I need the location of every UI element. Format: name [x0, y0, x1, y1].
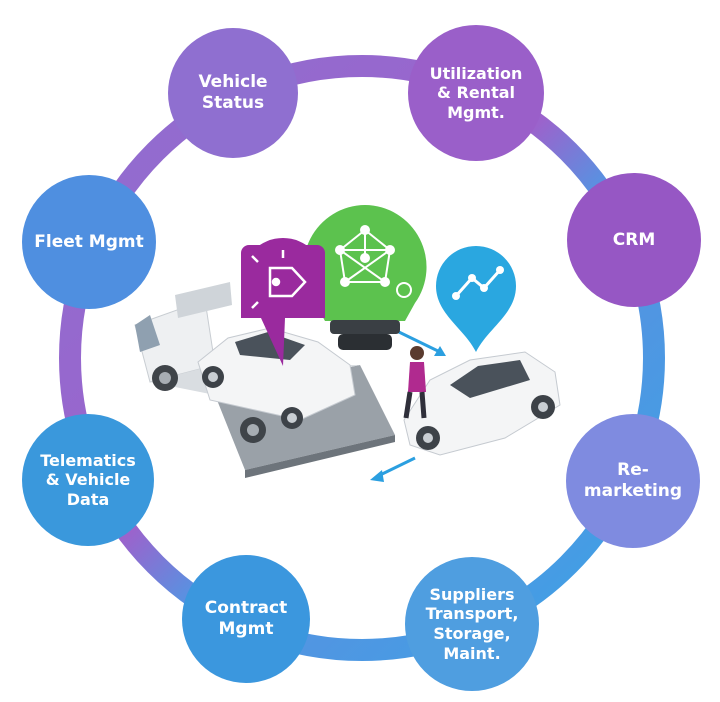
- line-chart-icon: [452, 266, 504, 300]
- node-label: Utilization & Rental Mgmt.: [429, 63, 523, 122]
- node-vehicle-status: Vehicle Status: [168, 28, 298, 158]
- node-label: Fleet Mgmt: [34, 231, 144, 252]
- network-pin: [303, 205, 427, 350]
- node-telematics-vehicle-data: Telematics & Vehicle Data: [22, 414, 154, 546]
- node-label: Telematics & Vehicle Data: [40, 450, 136, 509]
- node-remarketing: Re- marketing: [566, 414, 700, 548]
- car-right: [403, 351, 561, 456]
- node-label: Vehicle Status: [198, 72, 268, 113]
- tag-pin: [241, 238, 325, 366]
- arrow-to-ring: [377, 456, 416, 478]
- arrow-head-right: [434, 346, 446, 356]
- gear-icon: [396, 282, 412, 298]
- person-figure: [403, 346, 427, 419]
- tag-icon: [251, 250, 307, 309]
- lifecycle-ring: [59, 55, 665, 661]
- node-label: Suppliers Transport, Storage, Maint.: [425, 584, 519, 663]
- node-contract-mgmt: Contract Mgmt: [182, 555, 310, 683]
- center-illustration: [134, 205, 561, 482]
- node-label: CRM: [612, 229, 656, 250]
- node-label: Re- marketing: [583, 460, 683, 501]
- node-crm: CRM: [567, 173, 701, 307]
- arrow-head-left: [370, 470, 384, 482]
- node-utilization-rental-mgmt: Utilization & Rental Mgmt.: [408, 25, 544, 161]
- node-suppliers: Suppliers Transport, Storage, Maint.: [405, 557, 539, 691]
- network-icon: [335, 225, 395, 287]
- car-on-truck: [197, 327, 356, 429]
- node-label: Contract Mgmt: [204, 598, 288, 639]
- node-fleet-mgmt: Fleet Mgmt: [22, 175, 156, 309]
- chart-pin: [436, 246, 516, 352]
